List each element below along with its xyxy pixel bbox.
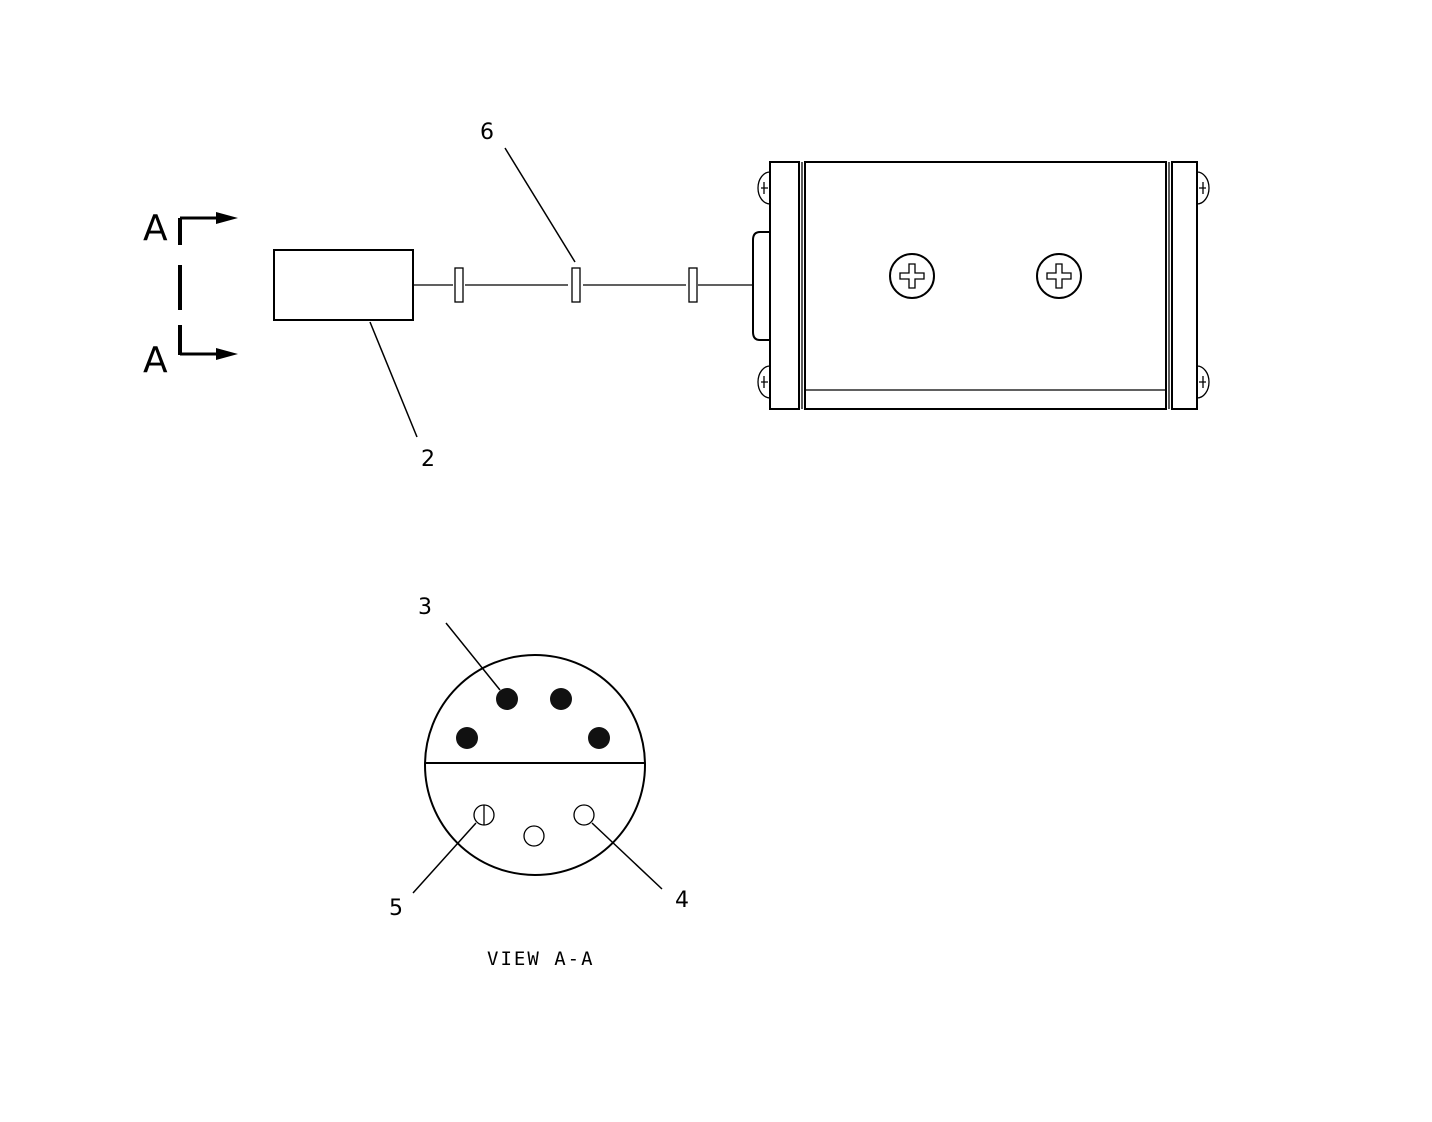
connector-face-view [424,654,646,876]
callout-2: 2 [421,447,435,472]
corner-screw-icon [757,365,771,399]
open-pin [523,825,545,847]
leader-line-6 [504,147,576,263]
phillips-screw-icon [1036,253,1082,299]
right-end-cap [1171,161,1198,410]
cable-clip [454,267,464,303]
section-arrow-top-head [216,212,238,224]
callout-3: 3 [418,595,432,620]
filled-socket [496,688,518,710]
filled-socket [588,727,610,749]
callout-5: 5 [389,896,403,921]
leader-line-2 [369,321,418,438]
box-body [804,161,1167,410]
leader-line-3 [445,622,501,691]
cable-assembly [413,267,753,303]
filled-socket [456,727,478,749]
control-box [752,161,1210,410]
corner-screw-icon [1196,365,1210,399]
corner-screw-icon [757,171,771,205]
section-letter-top: A [143,208,168,249]
section-letter-bottom: A [143,340,168,381]
callout-4: 4 [675,888,689,913]
leader-line-5 [412,822,477,894]
connector-body [273,249,414,321]
cable-clip [571,267,581,303]
connector-face-outline [424,654,646,876]
cable-entry-boss [752,231,770,341]
view-caption: VIEW A-A [487,948,595,970]
open-pin [573,804,595,826]
leader-line-4 [591,822,663,890]
phillips-screw-icon [889,253,935,299]
filled-socket [550,688,572,710]
corner-screw-icon [1196,171,1210,205]
callout-6: 6 [480,120,494,145]
section-arrow-bottom-head [216,348,238,360]
left-end-cap [769,161,800,410]
section-marker: A A [143,208,238,381]
cable-clip [688,267,698,303]
